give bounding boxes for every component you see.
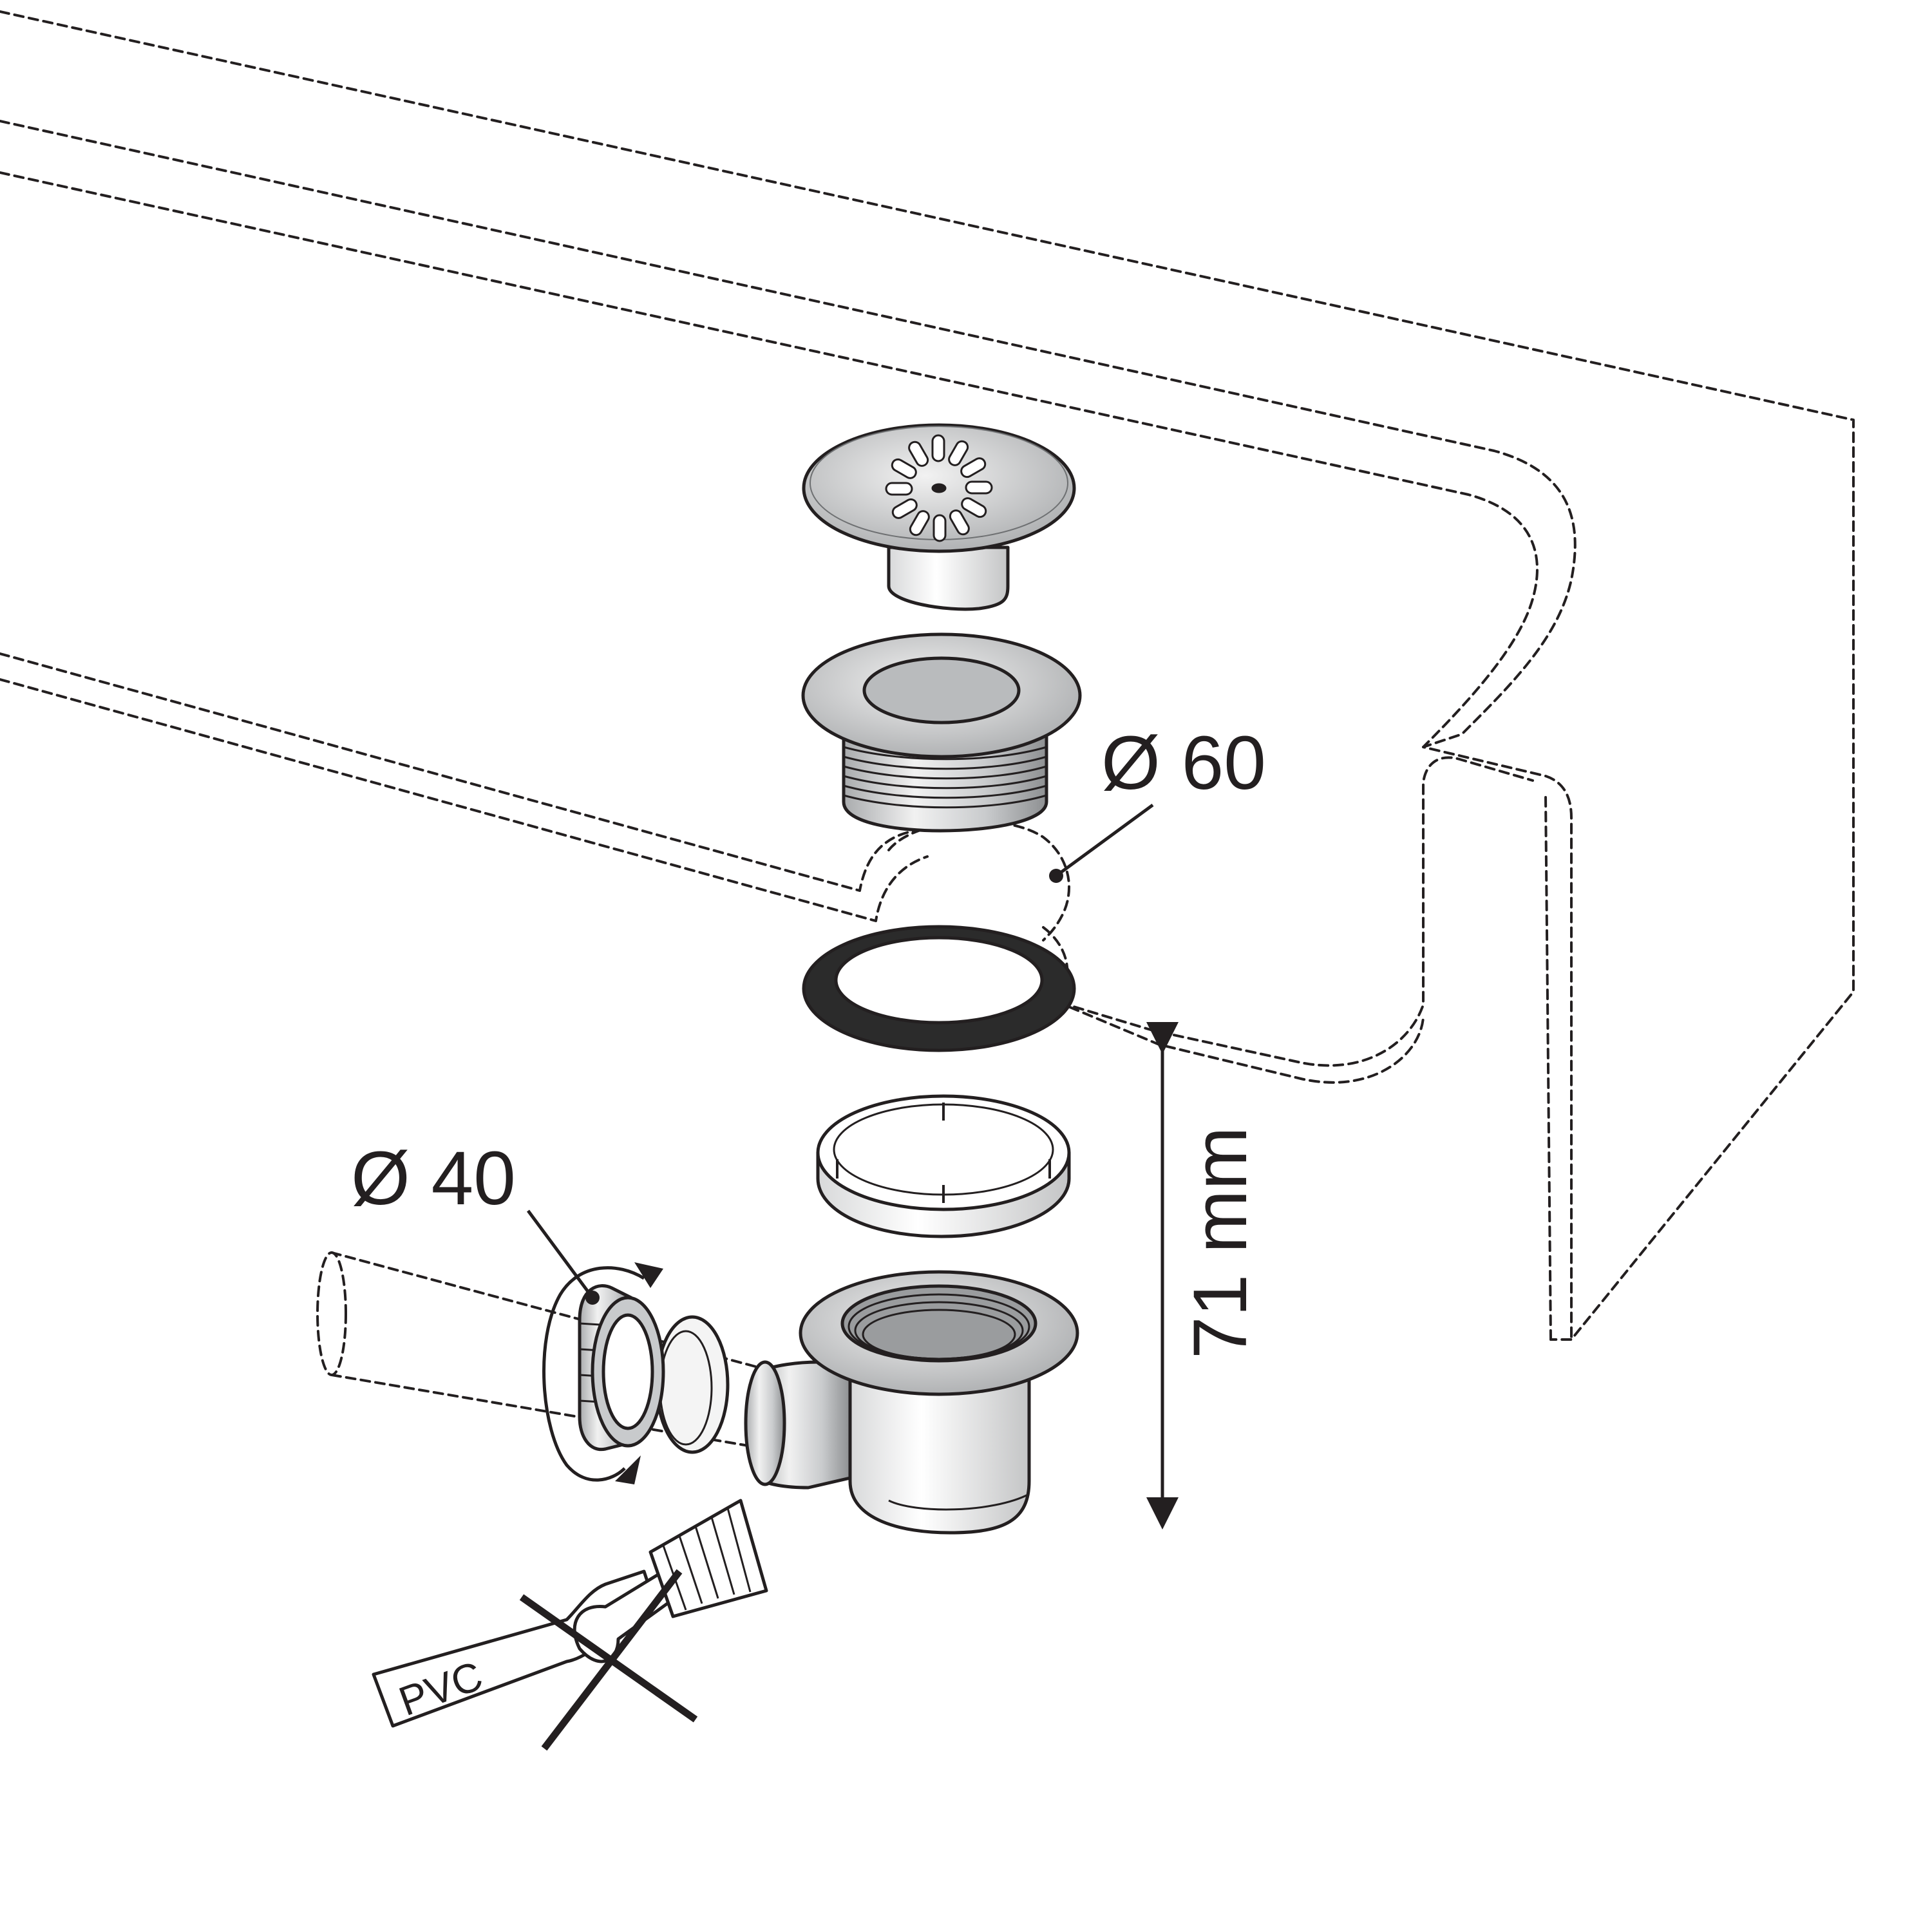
trap-thread-lines xyxy=(848,1293,1030,1360)
flange-thread-lines xyxy=(843,746,1047,809)
diameter-60-label: Ø 60 xyxy=(1101,721,1266,806)
strainer-grate xyxy=(802,423,1076,611)
clamp-ring xyxy=(816,1094,1071,1238)
pipe-ghost xyxy=(316,1251,800,1449)
diameter-40-callout: Ø 40 xyxy=(351,1136,600,1305)
prohibited-cross-icon xyxy=(519,1569,698,1751)
height-71mm-label: 71 mm xyxy=(1178,1126,1263,1359)
diameter-40-label: Ø 40 xyxy=(351,1136,516,1221)
height-dimension: 71 mm xyxy=(1146,1022,1263,1530)
tighten-rotation-arrows xyxy=(542,1262,663,1484)
waste-flange xyxy=(801,632,1082,833)
compression-seal xyxy=(655,1315,730,1454)
no-pvc-glue-warning: PVC xyxy=(372,1499,768,1751)
pipe-nut xyxy=(578,1284,665,1452)
diameter-60-callout: Ø 60 xyxy=(1049,721,1266,883)
strainer-grate-icon xyxy=(885,434,993,542)
rubber-gasket xyxy=(802,925,1076,1052)
trap-body xyxy=(744,1270,1079,1535)
